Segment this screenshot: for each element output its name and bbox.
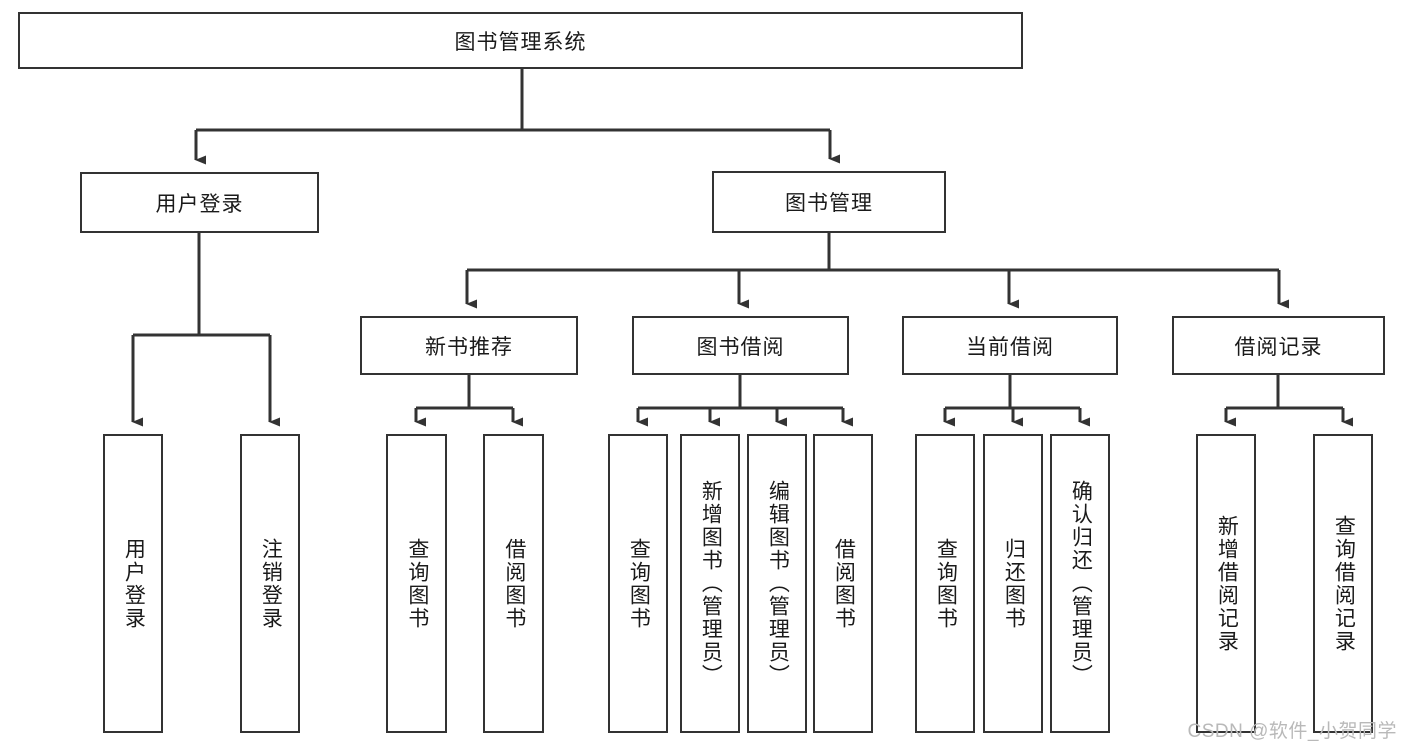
leaf-query-borrow-record[interactable]: 查询借阅记录 (1313, 434, 1373, 733)
node-label: 当前借阅 (966, 335, 1054, 359)
leaf-edit-book-admin[interactable]: 编辑图书（管理员） (747, 434, 807, 733)
leaf-user-login[interactable]: 用户登录 (103, 434, 163, 733)
node-label: 图书管理系统 (454, 30, 587, 54)
node-user-login[interactable]: 用户登录 (80, 172, 319, 233)
leaf-query-book-recommend[interactable]: 查询图书 (386, 434, 447, 733)
leaf-query-book-borrow[interactable]: 查询图书 (608, 434, 668, 733)
node-label: 确认归还（管理员） (1069, 480, 1093, 687)
node-label: 新书推荐 (425, 335, 513, 359)
leaf-return-book[interactable]: 归还图书 (983, 434, 1043, 733)
node-label: 编辑图书（管理员） (766, 480, 790, 687)
node-label: 借阅记录 (1234, 335, 1323, 359)
node-borrow-record[interactable]: 借阅记录 (1172, 316, 1385, 375)
node-label: 查询借阅记录 (1332, 514, 1356, 653)
node-label: 查询图书 (934, 537, 958, 630)
node-label: 用户登录 (155, 192, 244, 216)
leaf-logout[interactable]: 注销登录 (240, 434, 300, 733)
leaf-borrow-book-recommend[interactable]: 借阅图书 (483, 434, 544, 733)
node-book-management[interactable]: 图书管理 (712, 171, 946, 233)
leaf-add-borrow-record[interactable]: 新增借阅记录 (1196, 434, 1256, 733)
node-book-borrow[interactable]: 图书借阅 (632, 316, 849, 375)
leaf-add-book-admin[interactable]: 新增图书（管理员） (680, 434, 740, 733)
watermark: CSDN @软件_小贺同学 (1187, 721, 1397, 742)
node-root[interactable]: 图书管理系统 (18, 12, 1023, 69)
node-new-book-recommend[interactable]: 新书推荐 (360, 316, 578, 375)
node-label: 借阅图书 (832, 537, 856, 630)
node-label: 归还图书 (1002, 537, 1026, 630)
node-label: 图书管理 (785, 192, 873, 215)
leaf-borrow-book[interactable]: 借阅图书 (813, 434, 873, 733)
node-label: 用户登录 (122, 537, 146, 630)
node-current-borrow[interactable]: 当前借阅 (902, 316, 1118, 375)
node-label: 图书借阅 (696, 335, 785, 359)
node-label: 查询图书 (405, 537, 429, 630)
node-label: 借阅图书 (502, 537, 526, 630)
node-label: 新增借阅记录 (1215, 514, 1239, 653)
leaf-query-book-current[interactable]: 查询图书 (915, 434, 975, 733)
node-label: 注销登录 (259, 537, 283, 630)
node-label: 新增图书（管理员） (699, 480, 723, 687)
node-label: 查询图书 (627, 537, 651, 630)
leaf-confirm-return-admin[interactable]: 确认归还（管理员） (1050, 434, 1110, 733)
